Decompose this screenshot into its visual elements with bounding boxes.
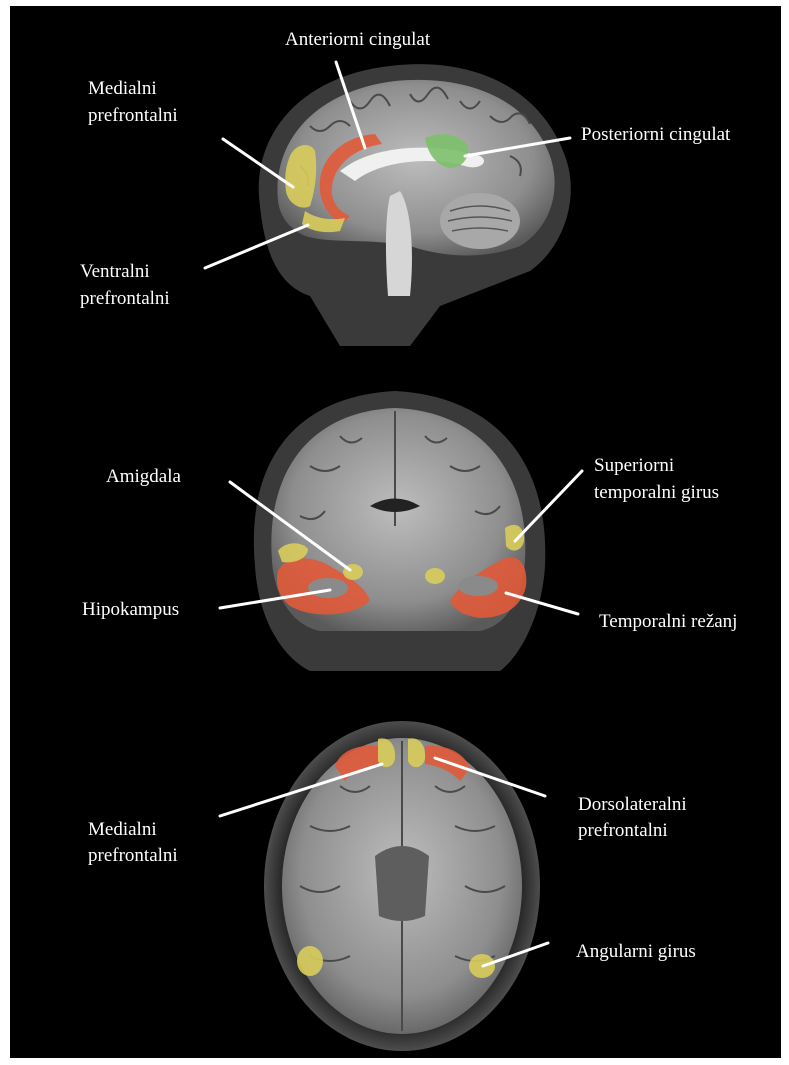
label-ventral-prefrontal-line1: Ventralni [80, 261, 150, 282]
label-medial-prefrontal-axial-line1: Medialni [88, 819, 157, 840]
brain-illustration: Anteriorni cingulat Medialni prefrontaln… [10, 6, 781, 1058]
angular-gyrus-left [297, 946, 323, 976]
label-medial-prefrontal-sagittal-line2: prefrontalni [88, 105, 178, 126]
label-dorsolateral-line1: Dorsolateralni [578, 794, 687, 815]
label-hippocampus: Hipokampus [82, 599, 179, 620]
brain-figure: Anteriorni cingulat Medialni prefrontaln… [10, 6, 781, 1058]
hippocampus-right [458, 576, 498, 596]
superior-temporal-right [505, 525, 524, 551]
label-temporal-lobe: Temporalni režanj [599, 611, 737, 632]
sagittal-brain-scan [259, 64, 571, 346]
hippocampus-left [308, 578, 348, 598]
label-superior-temporal-line2: temporalni girus [594, 482, 719, 503]
label-angular-gyrus: Angularni girus [576, 941, 696, 962]
axial-ventricles [375, 846, 429, 921]
amygdala-right [425, 568, 445, 584]
label-superior-temporal-line1: Superiorni [594, 455, 674, 476]
cerebellum [440, 193, 520, 249]
axial-brain-scan [264, 721, 540, 1051]
label-anterior-cingulate: Anteriorni cingulat [285, 29, 431, 50]
label-posterior-cingulate: Posteriorni cingulat [581, 124, 731, 145]
label-medial-prefrontal-axial-line2: prefrontalni [88, 845, 178, 866]
label-ventral-prefrontal-line2: prefrontalni [80, 288, 170, 309]
label-medial-prefrontal-sagittal-line1: Medialni [88, 78, 157, 99]
label-amygdala: Amigdala [106, 466, 181, 487]
label-dorsolateral-line2: prefrontalni [578, 820, 668, 841]
